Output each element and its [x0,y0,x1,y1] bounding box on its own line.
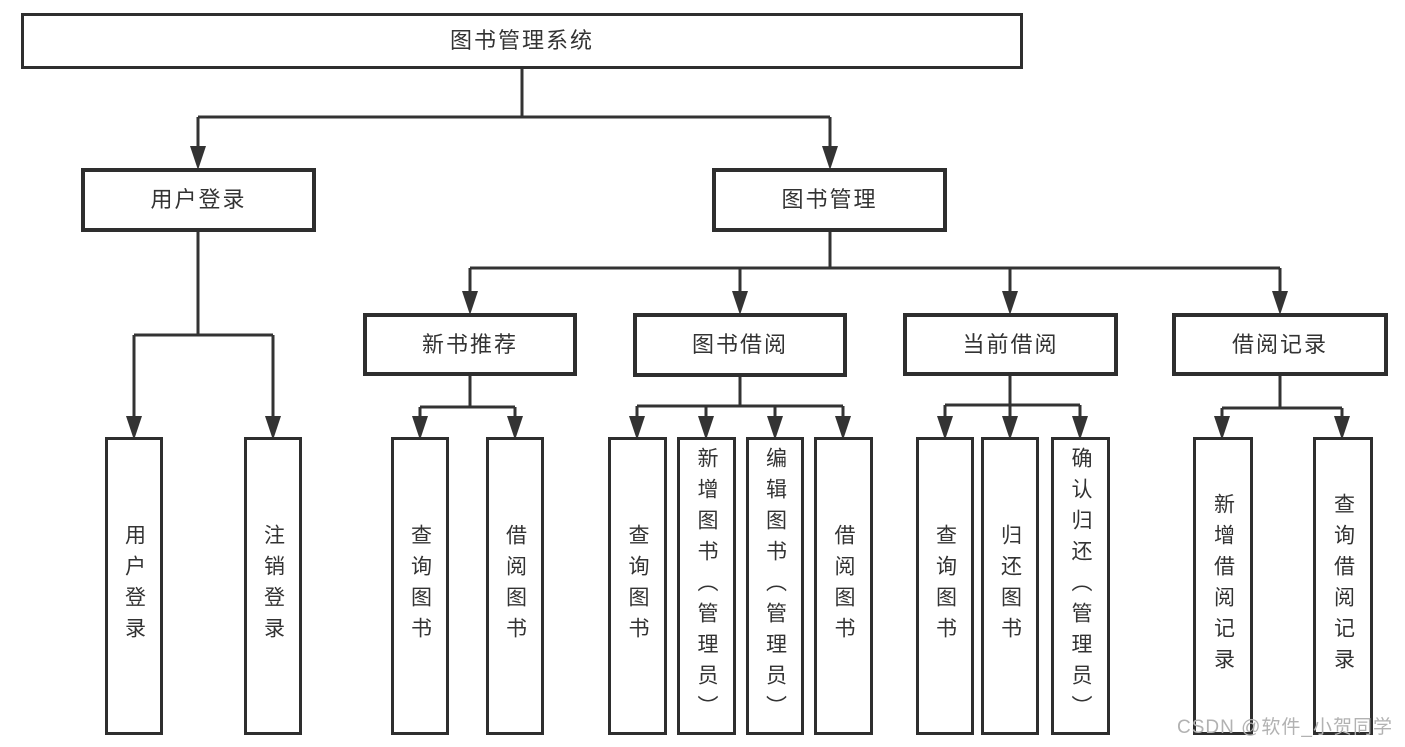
node-add-book-admin-label: 新增图书（管理员） [695,446,718,726]
node-query-book-recommend: 查询图书 [391,437,449,735]
connector-book-borrow-children [629,377,851,440]
node-borrow-book: 借阅图书 [814,437,873,735]
connector-root-to-level2 [190,69,838,170]
arrow-down-icon [732,291,748,315]
node-borrow-records: 借阅记录 [1172,313,1388,376]
arrow-down-icon [1214,416,1230,440]
node-confirm-return-admin: 确认归还（管理员） [1051,437,1110,735]
connector-line [635,377,845,422]
arrow-down-icon [629,416,645,440]
connector-user-login-children [126,232,281,440]
arrow-down-icon [698,416,714,440]
node-query-borrow-record-label: 查询借阅记录 [1331,493,1355,679]
node-add-borrow-record-label: 新增借阅记录 [1211,493,1235,679]
node-book-borrow: 图书借阅 [633,313,847,377]
arrow-down-icon [126,416,142,440]
connector-book-management-children [462,232,1288,315]
node-query-book-borrow-label: 查询图书 [626,524,649,648]
node-borrow-book-label: 借阅图书 [832,524,855,648]
node-borrow-book-recommend-label: 借阅图书 [503,524,527,648]
arrow-down-icon [190,146,206,170]
connector-line [468,232,1282,295]
arrow-down-icon [1002,416,1018,440]
arrow-down-icon [1334,416,1350,440]
node-current-borrow: 当前借阅 [903,313,1118,376]
arrow-down-icon [1002,291,1018,315]
node-query-book-recommend-label: 查询图书 [408,524,432,648]
node-edit-book-admin-label: 编辑图书（管理员） [763,446,787,726]
connector-borrow-records-children [1214,376,1350,440]
arrow-down-icon [767,416,783,440]
node-library-system: 图书管理系统 [21,13,1023,69]
arrow-down-icon [462,291,478,315]
connector-line [132,232,275,420]
node-query-borrow-record: 查询借阅记录 [1313,437,1373,735]
node-return-book-label: 归还图书 [998,524,1022,648]
node-query-book-current: 查询图书 [916,437,974,735]
connector-line [943,376,1082,422]
node-return-book: 归还图书 [981,437,1039,735]
node-new-book-recommend-label: 新书推荐 [421,331,518,357]
node-book-borrow-label: 图书借阅 [691,332,788,357]
node-library-system-label: 图书管理系统 [449,28,594,53]
watermark: CSDN @软件_小贺同学 [1177,717,1393,738]
arrow-down-icon [412,416,428,440]
node-add-borrow-record: 新增借阅记录 [1193,437,1253,735]
node-logout: 注销登录 [244,437,302,735]
node-book-management-label: 图书管理 [781,187,878,212]
connector-line [1220,376,1344,422]
node-book-management: 图书管理 [712,168,947,232]
connector-line [196,69,832,150]
node-user-login-group: 用户登录 [81,168,316,232]
node-user-login: 用户登录 [105,437,163,735]
arrow-down-icon [822,146,838,170]
node-user-login-group-label: 用户登录 [150,187,247,212]
arrow-down-icon [937,416,953,440]
connector-line [418,376,517,422]
node-add-book-admin: 新增图书（管理员） [677,437,736,735]
arrow-down-icon [1272,291,1288,315]
node-logout-label: 注销登录 [261,524,285,648]
node-edit-book-admin: 编辑图书（管理员） [746,437,804,735]
node-query-book-borrow: 查询图书 [608,437,667,735]
arrow-down-icon [1072,416,1088,440]
node-query-book-current-label: 查询图书 [933,524,957,648]
arrow-down-icon [835,416,851,440]
node-borrow-records-label: 借阅记录 [1231,331,1328,357]
node-confirm-return-admin-label: 确认归还（管理员） [1069,446,1092,726]
node-borrow-book-recommend: 借阅图书 [486,437,544,735]
connector-current-borrow-children [937,376,1088,440]
node-user-login-label: 用户登录 [122,524,146,648]
connector-new-book-recommend-children [412,376,523,440]
node-current-borrow-label: 当前借阅 [962,331,1059,357]
node-new-book-recommend: 新书推荐 [363,313,577,376]
arrow-down-icon [265,416,281,440]
arrow-down-icon [507,416,523,440]
